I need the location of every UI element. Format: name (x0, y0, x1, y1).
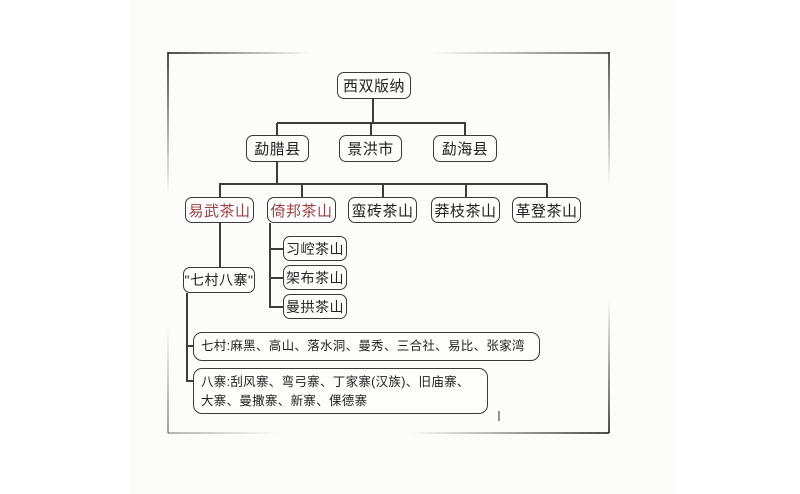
connector-yiwu-down (219, 223, 221, 267)
node-jiabu-tea-mountain: 架布茶山 (283, 265, 347, 290)
connector-to-gedeng (546, 184, 548, 197)
node-menghai-county: 勐海县 (433, 135, 497, 162)
node-yiwu-tea-mountain: 易武茶山 (185, 197, 254, 223)
photo-frame-bottom (168, 432, 609, 434)
connector-villages-bracket (186, 293, 188, 381)
connector-to-menghai (464, 123, 466, 135)
node-seven-villages-eight-stockades: "七村八寨" (183, 267, 255, 293)
connector-root-down (372, 99, 374, 123)
node-gedeng-tea-mountain: 革登茶山 (512, 197, 581, 223)
connector-to-yiwu (219, 184, 221, 197)
photo-frame-top (168, 52, 609, 54)
connector-counties-bus (277, 122, 466, 124)
node-mangong-tea-mountain: 曼拱茶山 (283, 294, 347, 319)
connector-to-manzhuan (382, 184, 384, 197)
photo-frame-left (167, 52, 169, 433)
connector-stub-xikong (269, 248, 283, 250)
connector-mountains-bus (219, 183, 547, 185)
connector-stub-eight-stockades (186, 380, 194, 382)
node-jinghong-city: 景洪市 (339, 135, 402, 162)
node-xishuangbanna: 西双版纳 (337, 72, 411, 99)
connector-stub-seven-villages (186, 345, 194, 347)
node-yibang-tea-mountain: 倚邦茶山 (267, 197, 336, 223)
node-eight-stockades-list: 八寨:刮风寨、弯弓寨、丁家寨(汉族)、旧庙寨、大寨、曼撒寨、新寨、倮德寨 (193, 368, 488, 414)
connector-to-jinghong (370, 123, 372, 135)
connector-to-mangzhi (465, 184, 467, 197)
connector-stub-mangong (269, 306, 283, 308)
connector-mengla-down (276, 162, 278, 184)
photo-artifact-tick (498, 411, 500, 421)
connector-yibang-bracket (269, 223, 271, 308)
connector-to-mengla (276, 123, 278, 135)
node-seven-villages-list: 七村:麻黑、高山、落水洞、曼秀、三合社、易比、张家湾 (193, 332, 540, 361)
connector-stub-jiabu (269, 277, 283, 279)
connector-to-yibang (301, 184, 303, 197)
node-manzhuan-tea-mountain: 蛮砖茶山 (348, 197, 417, 223)
node-mengla-county: 勐腊县 (246, 135, 309, 162)
photo-frame-right (608, 52, 610, 433)
node-xikong-tea-mountain: 习崆茶山 (283, 236, 347, 261)
node-mangzhi-tea-mountain: 莽枝茶山 (431, 197, 500, 223)
